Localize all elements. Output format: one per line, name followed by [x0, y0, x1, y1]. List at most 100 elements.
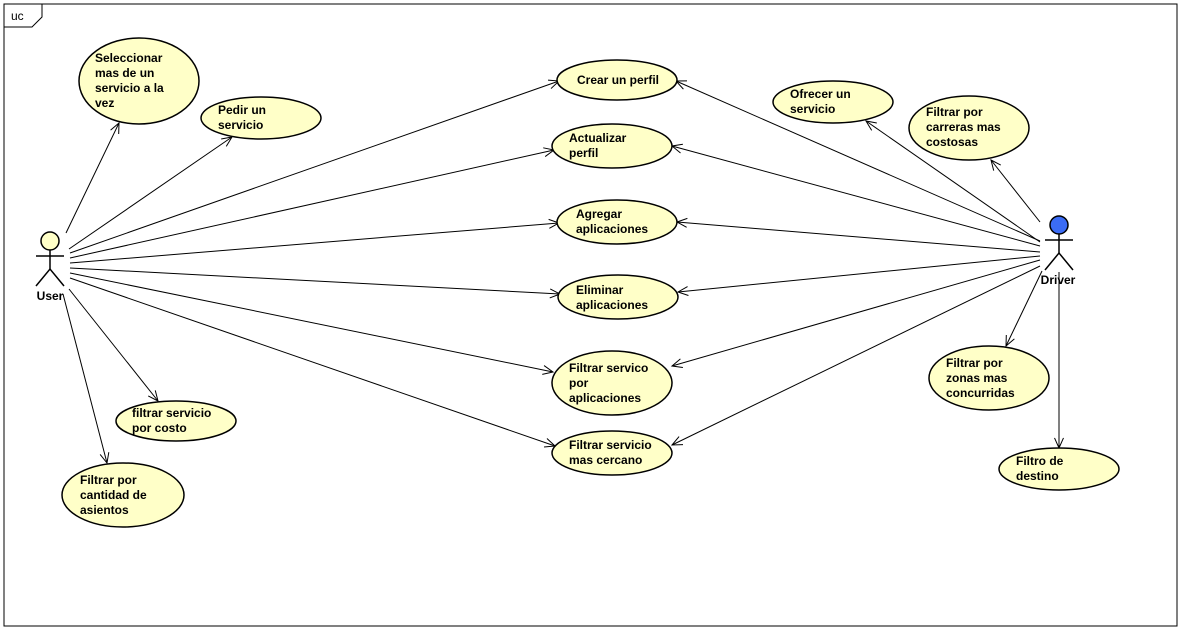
- use-case-ellipse[interactable]: [557, 274, 679, 320]
- actor-name: Driver: [1041, 273, 1076, 287]
- use-case-label: perfil: [569, 146, 598, 160]
- actor-legs: [1044, 251, 1074, 271]
- use-case-label: Ofrecer un: [790, 87, 851, 101]
- use-case-label: filtrar servicio: [132, 406, 211, 420]
- use-case-label: Filtro de: [1016, 454, 1064, 468]
- use-case-label: costosas: [926, 135, 978, 149]
- association-line: [69, 149, 555, 259]
- use-case-label: Filtrar servico: [569, 361, 648, 375]
- actor-name: User: [37, 289, 64, 303]
- use-case-label: servicio: [218, 118, 263, 132]
- association-user-filtrar-aplicaciones: [69, 272, 555, 375]
- arrowhead-icon: [542, 365, 555, 375]
- use-case-ellipse[interactable]: [556, 199, 678, 245]
- use-case-crear-perfil[interactable]: Crear un perfil: [556, 59, 678, 101]
- association-line: [675, 80, 1041, 242]
- use-case-label: Pedir un: [218, 103, 266, 117]
- use-case-label: Seleccionar: [95, 51, 163, 65]
- association-driver-filtrar-carreras: [990, 159, 1041, 223]
- use-case-ellipse[interactable]: [78, 37, 200, 125]
- use-case-ellipse[interactable]: [115, 400, 237, 442]
- use-case-label: aplicaciones: [569, 391, 641, 405]
- use-case-ellipse[interactable]: [61, 462, 185, 528]
- use-case-label: servicio: [790, 102, 835, 116]
- association-line: [69, 277, 556, 447]
- use-case-label: Actualizar: [569, 131, 627, 145]
- use-case-ellipse[interactable]: [551, 123, 673, 169]
- use-case-label: carreras mas: [926, 120, 1001, 134]
- association-user-filtrar-costo: [68, 288, 159, 402]
- association-line: [68, 288, 159, 402]
- association-driver-filtrar-aplicaciones: [670, 259, 1041, 369]
- association-user-filtrar-asientos: [62, 293, 110, 465]
- use-case-ellipse[interactable]: [556, 59, 678, 101]
- association-driver-filtrar-cercano: [670, 265, 1041, 446]
- association-driver-ofrecer: [864, 120, 1041, 243]
- use-case-label: Filtrar por: [926, 105, 983, 119]
- arrowhead-icon: [99, 452, 110, 465]
- use-case-ellipse[interactable]: [772, 80, 894, 124]
- association-user-seleccionar: [65, 121, 120, 234]
- use-case-ellipse[interactable]: [200, 96, 322, 140]
- arrowhead-icon: [1005, 334, 1015, 348]
- use-case-label: aplicaciones: [576, 222, 648, 236]
- use-case-label: Filtrar por: [946, 356, 1003, 370]
- use-case-label: concurridas: [946, 386, 1015, 400]
- association-line: [65, 122, 120, 234]
- arrowhead-icon: [670, 436, 684, 446]
- actor-driver[interactable]: Driver: [1041, 215, 1076, 287]
- use-case-ellipse[interactable]: [998, 447, 1120, 491]
- association-line: [990, 159, 1041, 223]
- use-case-ellipse[interactable]: [928, 345, 1050, 411]
- association-line: [676, 221, 1041, 253]
- association-line: [69, 222, 560, 264]
- use-case-label: Filtrar por: [80, 473, 137, 487]
- use-case-label: por costo: [132, 421, 187, 435]
- arrowhead-icon: [990, 159, 1001, 171]
- use-case-label: asientos: [80, 503, 129, 517]
- use-case-label: vez: [95, 96, 114, 110]
- association-line: [68, 136, 233, 250]
- arrowhead-icon: [864, 120, 877, 131]
- use-case-label: mas cercano: [569, 453, 642, 467]
- association-line: [671, 259, 1041, 367]
- arrowhead-icon: [148, 390, 159, 402]
- frame-label: uc: [11, 9, 24, 23]
- actor-legs: [35, 267, 65, 287]
- arrowhead-icon: [676, 286, 689, 296]
- use-case-ellipse[interactable]: [551, 430, 673, 476]
- association-driver-eliminar-aplicaciones: [676, 255, 1041, 296]
- use-case-label: servicio a la: [95, 81, 164, 95]
- use-case-label: cantidad de: [80, 488, 147, 502]
- use-case-label: Agregar: [576, 207, 622, 221]
- actor-head-icon: [1049, 215, 1069, 235]
- association-line: [671, 265, 1041, 446]
- use-case-label: Eliminar: [576, 283, 624, 297]
- actor-user[interactable]: User: [35, 231, 65, 303]
- use-case-ellipse[interactable]: [551, 350, 673, 416]
- association-driver-filtrar-zonas: [1005, 270, 1043, 348]
- association-line: [69, 80, 560, 254]
- use-case-ellipse[interactable]: [908, 95, 1030, 161]
- use-case-label: zonas mas: [946, 371, 1008, 385]
- association-lines: [62, 79, 1064, 465]
- association-line: [62, 293, 108, 464]
- use-case-label: Crear un perfil: [577, 73, 659, 87]
- use-case-label: Filtrar servicio: [569, 438, 652, 452]
- use-case-label: mas de un: [95, 66, 154, 80]
- association-line: [865, 120, 1041, 243]
